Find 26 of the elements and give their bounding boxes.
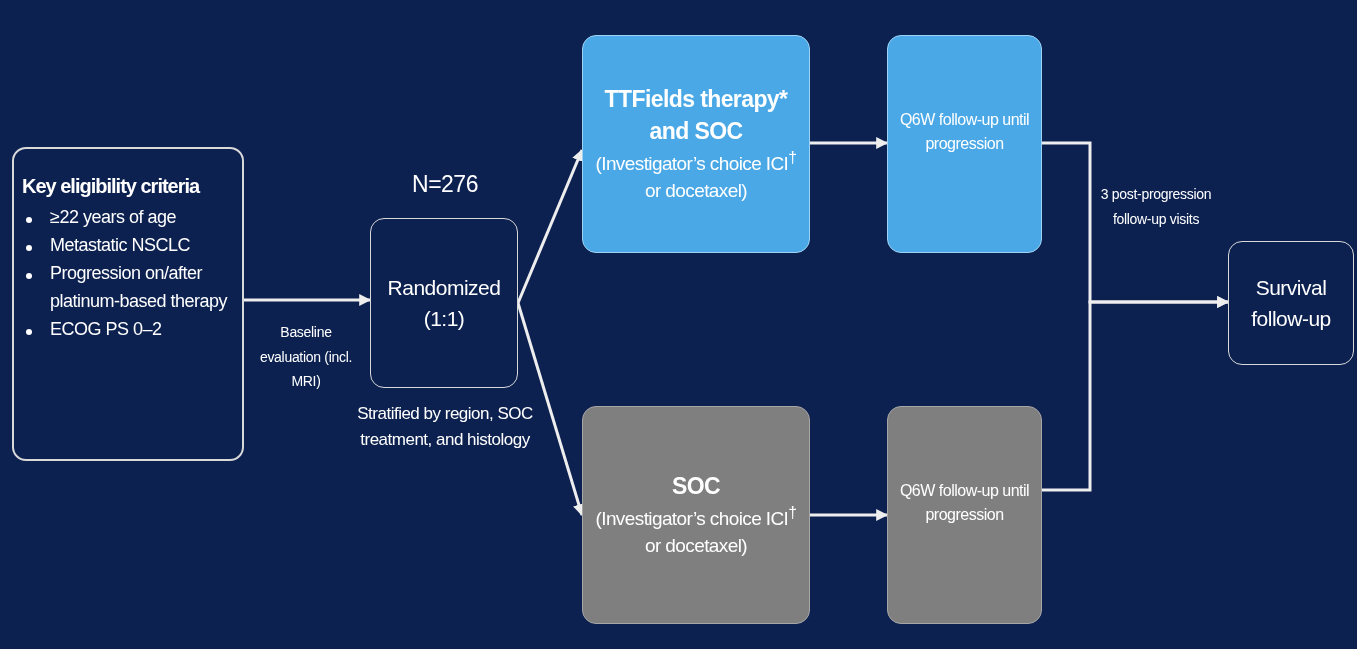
box-label: Randomized (1:1) [386,274,502,332]
box-label: Q6W follow-up until progression [898,481,1031,525]
stratification-note: Stratified by region, SOC treatment, and histology [356,403,534,452]
box-label: Survival follow-up [1250,274,1332,332]
criterion-item: Progression on/after platinum-based therapy [50,262,228,311]
arm-description: (Investigator’s choice ICI$^{†}$ or docetaxel) [594,503,798,559]
box-label: Q6W follow-up until progression [898,110,1031,154]
arrow [810,509,889,521]
box-heading: Key eligibility criteria [22,175,200,198]
arrow [810,137,889,149]
arrow [244,294,372,306]
treatment-box [582,406,810,624]
arm-title: TTFields therapy* and SOC [603,85,789,147]
treatment-box [582,35,810,253]
arrow [1042,296,1230,492]
follow-up-box [887,406,1042,624]
criterion-item: ≥22 years of age [50,207,176,227]
sample-size: N=276 [411,170,479,199]
survival-box [1228,241,1354,365]
criteria-box [12,147,244,461]
arm-title: SOC [670,472,721,502]
arrow [516,148,584,304]
follow-up-box [887,35,1042,253]
arm-description: (Investigator’s choice ICI$^{†}$ or docetaxel) [594,148,798,204]
criterion-item: Metastatic NSCLC [50,234,191,255]
criterion-item: ECOG PS 0–2 [50,318,162,339]
